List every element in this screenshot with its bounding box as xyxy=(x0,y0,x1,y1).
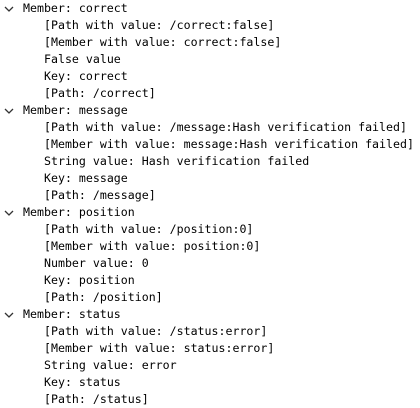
member-label: Member: message xyxy=(23,103,128,117)
path-item[interactable]: [Path: /correct] xyxy=(44,86,156,100)
member-label: Member: position xyxy=(23,205,135,219)
key-item[interactable]: Key: correct xyxy=(44,69,128,83)
member-status: Member: status [Path with value: /status… xyxy=(0,306,420,408)
member-with-value-item[interactable]: [Member with value: status:error] xyxy=(44,341,275,355)
path-with-value-item[interactable]: [Path with value: /position:0] xyxy=(44,222,254,236)
member-position: Member: position [Path with value: /posi… xyxy=(0,204,420,306)
member-row-correct[interactable]: Member: correct xyxy=(0,0,420,17)
path-item[interactable]: [Path: /position] xyxy=(44,290,163,304)
member-row-position[interactable]: Member: position xyxy=(0,204,420,221)
member-label: Member: status xyxy=(23,307,121,321)
member-row-status[interactable]: Member: status xyxy=(0,306,420,323)
path-with-value-item[interactable]: [Path with value: /correct:false] xyxy=(44,18,275,32)
value-item[interactable]: Number value: 0 xyxy=(44,256,149,270)
value-item[interactable]: String value: Hash verification failed xyxy=(44,154,310,168)
member-with-value-item[interactable]: [Member with value: message:Hash verific… xyxy=(44,137,414,151)
path-item[interactable]: [Path: /status] xyxy=(44,392,149,406)
member-correct: Member: correct [Path with value: /corre… xyxy=(0,0,420,102)
chevron-down-icon[interactable] xyxy=(4,306,18,323)
chevron-down-icon[interactable] xyxy=(4,204,18,221)
member-with-value-item[interactable]: [Member with value: correct:false] xyxy=(44,35,282,49)
value-item[interactable]: False value xyxy=(44,52,121,66)
member-row-message[interactable]: Member: message xyxy=(0,102,420,119)
member-with-value-item[interactable]: [Member with value: position:0] xyxy=(44,239,261,253)
chevron-down-icon[interactable] xyxy=(4,0,18,17)
path-item[interactable]: [Path: /message] xyxy=(44,188,156,202)
key-item[interactable]: Key: position xyxy=(44,273,135,287)
member-label: Member: correct xyxy=(23,1,128,15)
value-item[interactable]: String value: error xyxy=(44,358,177,372)
chevron-down-icon[interactable] xyxy=(4,102,18,119)
path-with-value-item[interactable]: [Path with value: /message:Hash verifica… xyxy=(44,120,407,134)
member-message: Member: message [Path with value: /messa… xyxy=(0,102,420,204)
path-with-value-item[interactable]: [Path with value: /status:error] xyxy=(44,324,268,338)
key-item[interactable]: Key: message xyxy=(44,171,128,185)
key-item[interactable]: Key: status xyxy=(44,375,121,389)
